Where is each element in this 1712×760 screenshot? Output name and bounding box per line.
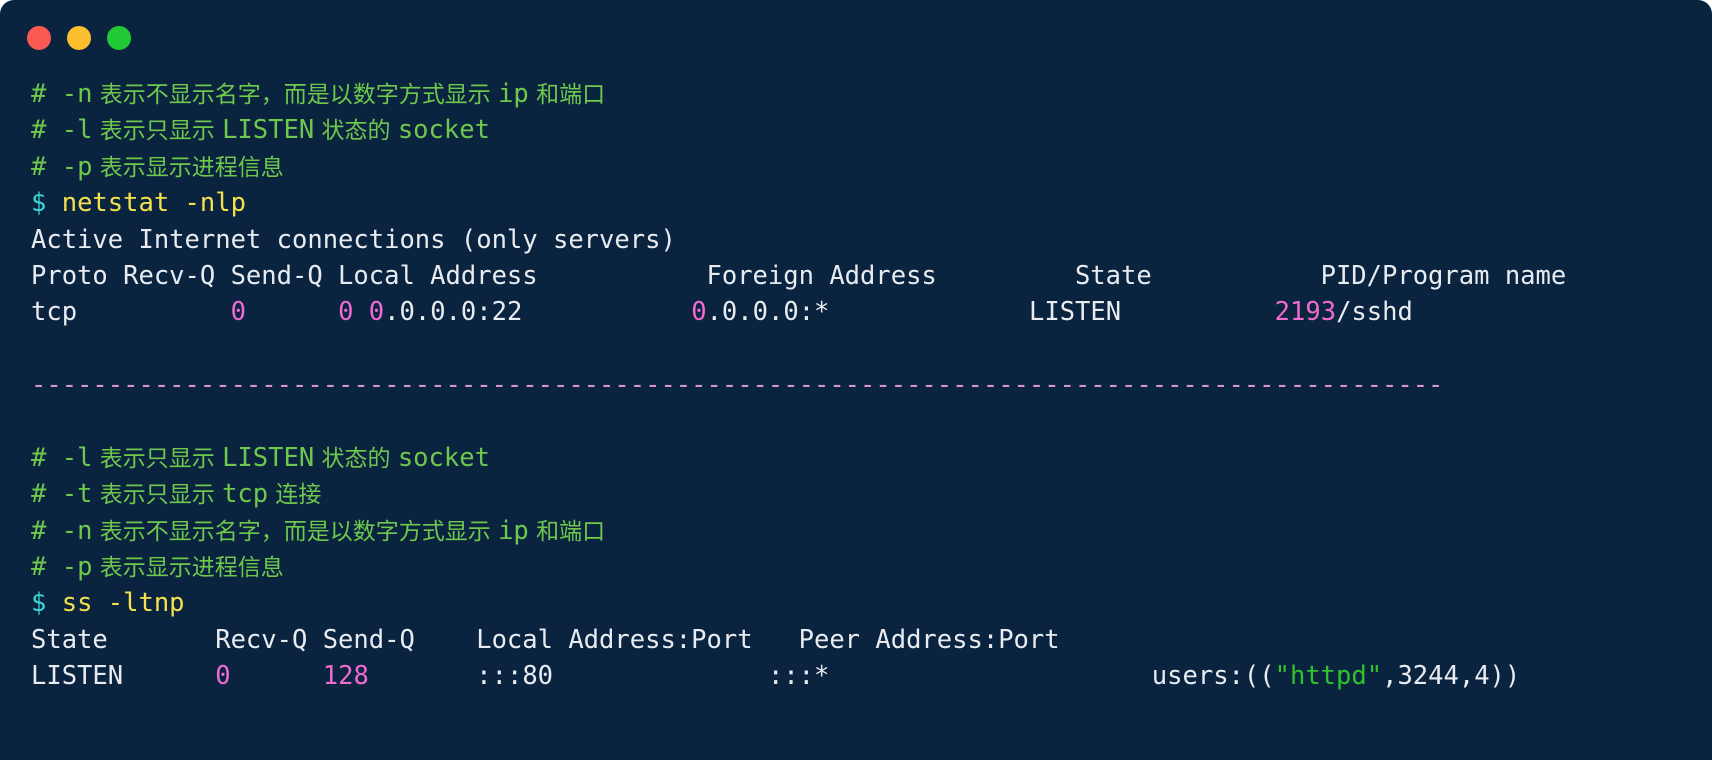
comment-hash: # — [31, 115, 62, 146]
comment-line: # -n 表示不显示名字，而是以数字方式显示 ip 和端口 — [31, 513, 1712, 549]
shell-prompt: $ — [31, 588, 47, 619]
foreign-address-head: 0 — [691, 297, 707, 328]
ss-data-row: LISTEN 0 128 :::80 :::* users:(("httpd",… — [31, 658, 1712, 694]
blank-line — [31, 331, 1712, 367]
local-address-cell: :::80 — [476, 661, 554, 692]
peer-address-cell: :::* — [767, 661, 830, 692]
recv-q-cell: 0 — [215, 661, 231, 692]
users-suffix: ,3244,4)) — [1382, 661, 1521, 692]
comment-text: 表示显示进程信息 — [92, 555, 284, 582]
comment-hash: # — [31, 479, 62, 510]
comment-text: 表示只显示 — [92, 482, 223, 509]
window-titlebar — [0, 0, 1712, 76]
local-address-rest: .0.0.0:22 — [384, 297, 523, 328]
gap — [553, 661, 768, 691]
comment-tail: 和端口 — [528, 518, 606, 545]
comment-code: LISTEN — [222, 115, 315, 146]
comment-hash: # — [31, 515, 62, 546]
comment-flag: -l — [61, 442, 93, 473]
gap — [231, 661, 323, 691]
comment-line: # -p 表示显示进程信息 — [31, 549, 1712, 585]
proto-cell: tcp — [31, 297, 78, 328]
comment-flag: -n — [61, 515, 93, 546]
comment-text: 表示不显示名字，而是以数字方式显示 — [92, 518, 499, 545]
comment-line: # -t 表示只显示 tcp 连接 — [31, 476, 1712, 512]
gap — [522, 297, 691, 327]
comment-tail: 和端口 — [528, 82, 606, 108]
comment-text: 表示不显示名字，而是以数字方式显示 — [92, 82, 499, 108]
foreign-address-rest: .0.0.0:* — [706, 297, 830, 328]
comment-code: tcp — [222, 479, 269, 510]
comment-text: 表示只显示 — [92, 118, 223, 145]
comment-tail: 连接 — [268, 482, 322, 509]
pid-cell: 2193 — [1274, 297, 1337, 328]
gap — [1121, 297, 1275, 327]
close-button[interactable] — [27, 26, 51, 50]
gap — [829, 661, 1151, 691]
users-process-name: "httpd" — [1274, 661, 1383, 692]
maximize-button[interactable] — [107, 26, 131, 50]
blank-line — [31, 404, 1712, 440]
comment-flag: -t — [61, 479, 93, 510]
comment-code: ip — [498, 79, 529, 109]
shell-prompt: $ — [31, 188, 47, 219]
comment-line: # -l 表示只显示 LISTEN 状态的 socket — [31, 440, 1712, 476]
send-q-cell: 0 — [338, 297, 354, 328]
ss-header-row: State Recv-Q Send-Q Local Address:Port P… — [31, 624, 1060, 655]
comment-code-2: socket — [397, 442, 490, 473]
netstat-command: netstat -nlp — [61, 188, 246, 219]
netstat-banner: Active Internet connections (only server… — [31, 224, 676, 255]
comment-line: # -l 表示只显示 LISTEN 状态的 socket — [31, 112, 1712, 148]
comment-text: 表示只显示 — [92, 445, 223, 472]
local-address-head: 0 — [368, 297, 385, 328]
minimize-button[interactable] — [67, 26, 91, 50]
state-cell: LISTEN — [31, 661, 124, 692]
comment-hash: # — [31, 79, 62, 109]
comment-line: # -n 表示不显示名字，而是以数字方式显示 ip 和端口 — [31, 76, 1712, 112]
separator-dashes: ----------------------------------------… — [31, 370, 1444, 401]
comment-flag: -p — [61, 151, 93, 182]
comment-text: 表示显示进程信息 — [92, 154, 284, 181]
gap — [353, 297, 368, 327]
gap — [369, 661, 476, 691]
netstat-header-row: Proto Recv-Q Send-Q Local Address Foreig… — [31, 260, 1567, 291]
comment-flag: -l — [61, 115, 93, 146]
comment-code-2: socket — [397, 115, 490, 146]
comment-line: # -p 表示显示进程信息 — [31, 149, 1712, 185]
comment-code: ip — [498, 515, 529, 546]
state-cell: LISTEN — [1029, 297, 1122, 328]
terminal-console[interactable]: # -n 表示不显示名字，而是以数字方式显示 ip 和端口 # -l 表示只显示… — [0, 76, 1712, 695]
comment-mid: 状态的 — [314, 445, 398, 472]
comment-hash: # — [31, 552, 62, 583]
command-line[interactable]: $ netstat -nlp — [31, 185, 1712, 221]
separator-line: ----------------------------------------… — [31, 367, 1712, 403]
recv-q-cell: 0 — [230, 297, 246, 328]
comment-mid: 状态的 — [314, 118, 398, 145]
ss-command: ss -ltnp — [61, 588, 185, 619]
gap — [123, 661, 215, 691]
gap — [46, 588, 61, 618]
program-cell: /sshd — [1336, 297, 1413, 328]
comment-code: LISTEN — [222, 442, 315, 473]
comment-hash: # — [31, 151, 62, 182]
comment-flag: -p — [61, 552, 93, 583]
gap — [246, 297, 338, 327]
command-text — [46, 188, 61, 218]
comment-hash: # — [31, 442, 62, 473]
comment-flag: -n — [61, 79, 93, 109]
netstat-data-row: tcp 0 0 0.0.0.0:22 0.0.0.0:* LISTEN 2193… — [31, 294, 1712, 330]
send-q-cell: 128 — [322, 661, 369, 692]
users-prefix: users:(( — [1151, 661, 1275, 692]
gap — [77, 297, 231, 327]
gap — [829, 297, 1029, 327]
command-line[interactable]: $ ss -ltnp — [31, 585, 1712, 621]
